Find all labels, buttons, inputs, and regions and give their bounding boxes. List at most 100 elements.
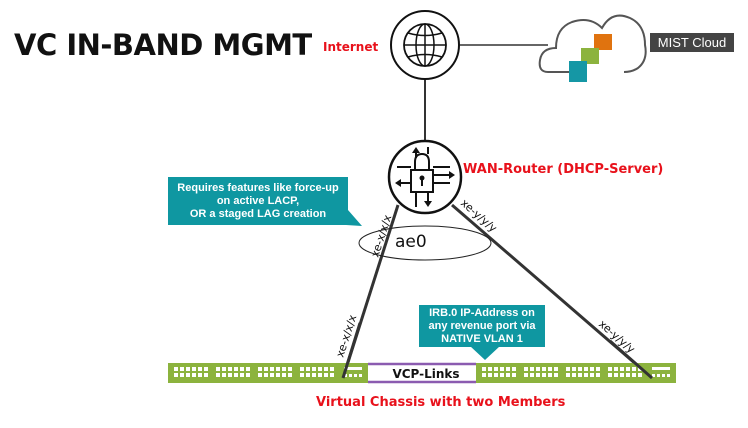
switch-port [258, 373, 262, 377]
uplink-port [667, 374, 670, 377]
uplink-port [354, 374, 357, 377]
switch-port [270, 367, 274, 371]
ae0-label: ae0 [395, 232, 427, 252]
ae0-lag-ellipse [358, 225, 492, 261]
switch-port [614, 367, 618, 371]
switch-port [186, 373, 190, 377]
switch-port [596, 367, 600, 371]
virtual-chassis-label: Virtual Chassis with two Members [316, 395, 566, 410]
switch-port [566, 373, 570, 377]
switch-port [234, 373, 238, 377]
switch-port [312, 373, 316, 377]
switch-port [174, 373, 178, 377]
switch-port [228, 373, 232, 377]
switch-port [590, 367, 594, 371]
switch-port [192, 367, 196, 371]
switch-port [572, 367, 576, 371]
switch-port [330, 367, 334, 371]
wan-router-label: WAN-Router (DHCP-Server) [463, 162, 664, 177]
switch-port [524, 367, 528, 371]
switch-port [318, 373, 322, 377]
irb-callout: IRB.0 IP-Address on any revenue port via… [419, 305, 545, 347]
callout-line: NATIVE VLAN 1 [441, 333, 523, 345]
switch-port [246, 373, 250, 377]
switch-port [584, 373, 588, 377]
callout-line: IRB.0 IP-Address on [429, 307, 535, 319]
switch-port [626, 373, 630, 377]
switch-member-2[interactable] [476, 363, 676, 383]
globe-icon[interactable] [390, 10, 460, 80]
switch-port [620, 373, 624, 377]
switch-port [264, 367, 268, 371]
switch-port [186, 367, 190, 371]
switch-port [626, 367, 630, 371]
switch-port [240, 367, 244, 371]
switch-member-1[interactable] [168, 363, 368, 383]
uplink-port [662, 374, 665, 377]
switch-port [276, 367, 280, 371]
switch-port [494, 367, 498, 371]
switch-port [632, 373, 636, 377]
switch-port [234, 367, 238, 371]
irb-callout-tail [470, 346, 500, 360]
switch-port [330, 373, 334, 377]
callout-line: Requires features like force-up [177, 182, 339, 194]
switch-port [282, 367, 286, 371]
switch-port [548, 373, 552, 377]
switch-port [482, 373, 486, 377]
switch-port [258, 367, 262, 371]
switch-port [542, 373, 546, 377]
switch-port [632, 367, 636, 371]
switch-port [288, 373, 292, 377]
switch-port [578, 373, 582, 377]
switch-port [324, 373, 328, 377]
switch-port [204, 367, 208, 371]
switch-port [590, 373, 594, 377]
switch-port [620, 367, 624, 371]
switch-port [536, 367, 540, 371]
uplink-port [359, 374, 362, 377]
switch-port [300, 373, 304, 377]
switch-port [216, 373, 220, 377]
uplink-port [344, 367, 362, 370]
switch-port [578, 367, 582, 371]
switch-port [174, 367, 178, 371]
uplink-port [657, 374, 660, 377]
mist-logo-green [581, 48, 599, 64]
switch-port [512, 373, 516, 377]
switch-port [216, 367, 220, 371]
mist-cloud-icon[interactable] [538, 14, 647, 82]
switch-port [306, 373, 310, 377]
diagram-title: VC IN-BAND MGMT [14, 28, 312, 62]
switch-port [608, 373, 612, 377]
switch-port [608, 367, 612, 371]
uplink-port [652, 374, 655, 377]
switch-port [584, 367, 588, 371]
switch-port [270, 373, 274, 377]
switch-port [554, 367, 558, 371]
switch-port [264, 373, 268, 377]
mist-logo-teal [569, 61, 587, 82]
uplink-port [652, 367, 670, 370]
switch-port [198, 373, 202, 377]
switch-port [324, 367, 328, 371]
switch-port [488, 367, 492, 371]
switch-port [180, 373, 184, 377]
switch-port [512, 367, 516, 371]
switch-port [240, 373, 244, 377]
switch-port [300, 367, 304, 371]
switch-port [204, 373, 208, 377]
router-left-port-label: xe-x/x/x [368, 213, 394, 259]
switch-port [554, 373, 558, 377]
switch-port [246, 367, 250, 371]
switch-port [542, 367, 546, 371]
switch-port [536, 373, 540, 377]
switch-port [500, 373, 504, 377]
switch-port [638, 373, 642, 377]
uplink-port [344, 374, 347, 377]
switch-port [312, 367, 316, 371]
router-icon[interactable] [387, 139, 463, 215]
switch-port [566, 367, 570, 371]
switch-port [500, 367, 504, 371]
